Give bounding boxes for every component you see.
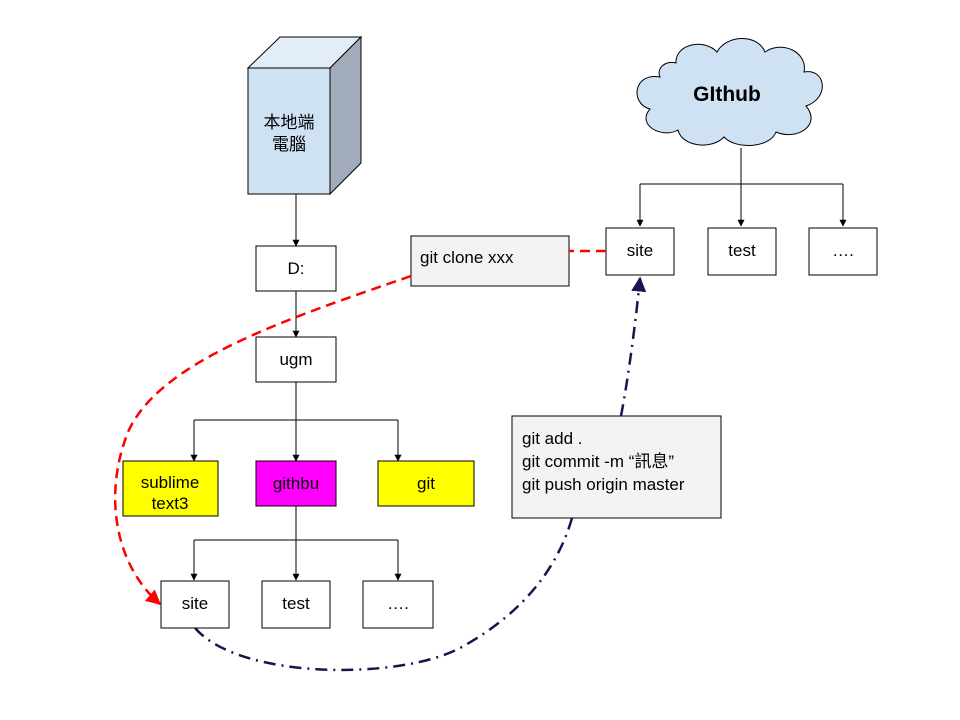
- computer-icon: 本地端 電腦: [246, 35, 363, 196]
- push-commands-box: git add . git commit -m “訊息” git push or…: [511, 415, 722, 519]
- folder-node-git: git: [377, 460, 475, 507]
- push-flow-arrow: [194, 276, 647, 672]
- root-folder-node: ugm: [255, 336, 337, 383]
- connector-local-repos: [190, 506, 402, 581]
- folder-node-githbu: githbu: [255, 460, 337, 507]
- push-command-line3: git push origin master: [522, 475, 685, 494]
- remote-repo-site: site: [605, 227, 675, 276]
- folder-label-git: git: [417, 474, 435, 493]
- local-repo-more-label: ….: [387, 594, 409, 613]
- remote-repo-test-label: test: [728, 241, 756, 260]
- clone-flow-arrow: [113, 249, 606, 605]
- clone-command-box: git clone xxx: [410, 235, 570, 287]
- push-command-line1: git add .: [522, 429, 583, 448]
- clone-command-label: git clone xxx: [420, 248, 514, 267]
- remote-repo-test: test: [707, 227, 777, 276]
- computer-label-line2: 電腦: [272, 135, 306, 154]
- remote-repo-more: ….: [808, 227, 878, 276]
- push-command-line2: git commit -m “訊息”: [522, 452, 674, 471]
- cloud-shape: [636, 38, 823, 147]
- local-repo-test: test: [261, 580, 331, 629]
- drive-label: D:: [288, 259, 305, 278]
- remote-repo-more-label: ….: [832, 241, 854, 260]
- connector-root-folders: [190, 382, 402, 462]
- local-repo-more: ….: [362, 580, 434, 629]
- folder-label-githbu: githbu: [273, 474, 319, 493]
- local-repo-site-label: site: [182, 594, 208, 613]
- cloud-label: GIthub: [693, 83, 761, 106]
- root-folder-label: ugm: [279, 350, 312, 369]
- local-repo-test-label: test: [282, 594, 310, 613]
- computer-label-line1: 本地端: [264, 113, 315, 132]
- connector-remote-repos: [636, 148, 847, 227]
- drive-node: D:: [255, 245, 337, 292]
- computer-front-face: [247, 67, 331, 195]
- cloud-icon: GIthub: [636, 38, 823, 147]
- local-repo-site: site: [160, 580, 230, 629]
- remote-repo-site-label: site: [627, 241, 653, 260]
